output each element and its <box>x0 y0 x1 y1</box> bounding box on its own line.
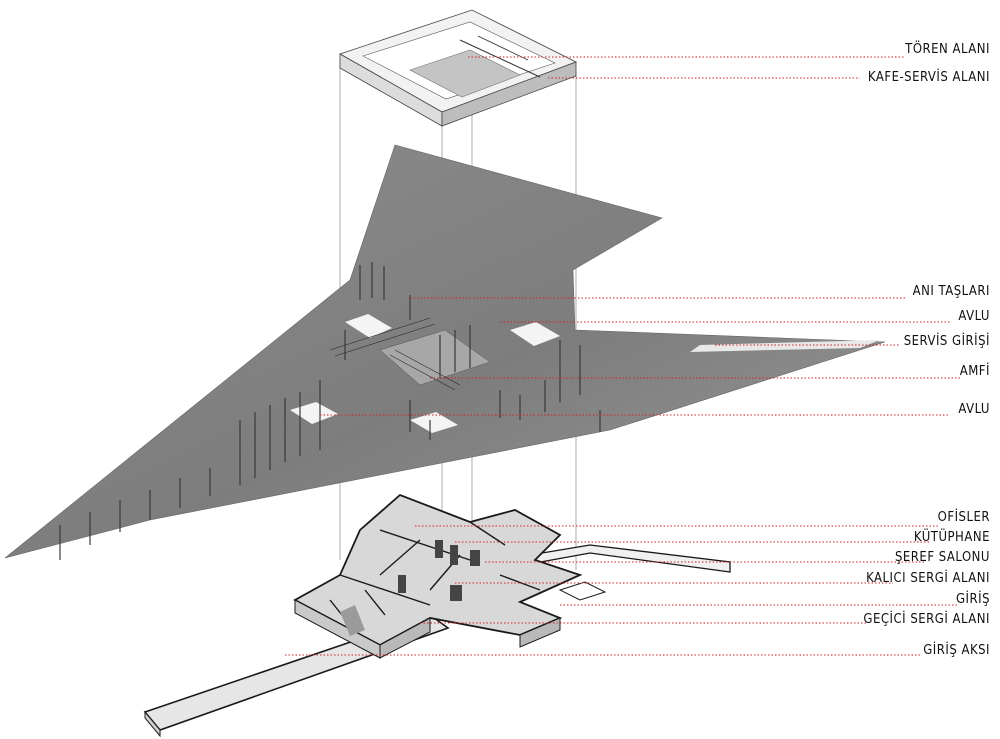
label-seref-salonu: ŞEREF SALONU <box>894 550 990 565</box>
label-gecici-sergi-alani: GEÇİCİ SERGİ ALANI <box>863 612 990 627</box>
label-toren-alani: TÖREN ALANI <box>905 42 990 57</box>
label-giris-aksi: GİRİŞ AKSI <box>923 643 990 658</box>
label-servis-girisi: SERVİS GİRİŞİ <box>903 334 990 349</box>
leader-lines <box>285 56 960 656</box>
label-amfi: AMFİ <box>959 364 990 379</box>
label-kafe-servis-alani: KAFE-SERVİS ALANI <box>867 70 990 85</box>
label-kalici-sergi-alani: KALICI SERGİ ALANI <box>866 571 990 586</box>
label-ofisler: OFİSLER <box>937 510 990 525</box>
label-avlu-lower: AVLU <box>958 402 990 417</box>
museum-plan <box>143 493 731 738</box>
memorial-mass <box>4 144 886 560</box>
label-giris: GİRİŞ <box>955 592 990 607</box>
label-ani-taslari: ANI TAŞLARI <box>912 284 990 299</box>
label-kutuphane: KÜTÜPHANE <box>913 530 990 545</box>
ceremony-platform <box>339 9 578 127</box>
label-avlu-upper: AVLU <box>958 309 990 324</box>
